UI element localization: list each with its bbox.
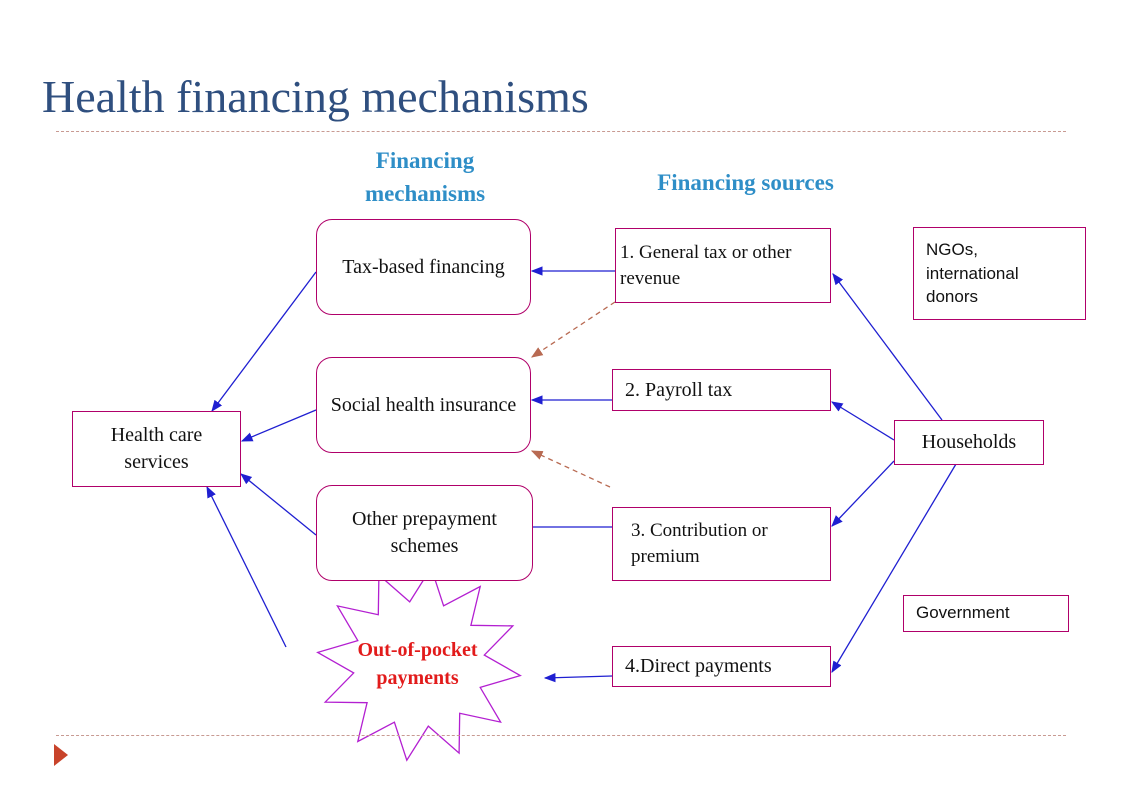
general-tax-source-box: 1. General tax or other revenue [615,228,831,303]
title-divider [56,131,1066,132]
health-care-services-box: Health care services [72,411,241,487]
arrow-direct-payments-to-oop [543,673,613,683]
ngos-donors-box: NGOs, international donors [913,227,1086,320]
government-box: Government [903,595,1069,632]
heading-financing-sources: Financing sources [657,170,834,195]
payroll-tax-source-box: 2. Payroll tax [612,369,831,411]
arrow-households-to-contribution [831,460,895,527]
arrow-households-to-direct-payments [831,463,957,674]
arrow-oop-to-services [206,485,287,648]
arrow-tax-based-to-services [211,271,317,412]
footer-divider [56,735,1066,736]
arrow-households-to-payroll-tax [831,401,895,441]
out-of-pocket-label: Out-of-pocket payments [357,639,478,689]
arrow-prepayment-to-services [240,473,317,536]
arrow-shi-to-services [240,409,317,442]
bullet-arrow-icon [54,744,68,766]
tax-based-financing-box: Tax-based financing [316,219,531,315]
dashed-arrow-contribution-to-shi [530,450,611,488]
heading-financing-mechanisms: Financing mechanisms [364,148,486,207]
direct-payments-source-box: 4.Direct payments [612,646,831,687]
page-title: Health financing mechanisms [42,71,589,122]
other-prepayment-schemes-box: Other prepayment schemes [316,485,533,581]
contribution-premium-source-box: 3. Contribution or premium [612,507,831,581]
households-box: Households [894,420,1044,465]
social-health-insurance-box: Social health insurance [316,357,531,453]
dashed-arrow-general-tax-to-shi [531,301,616,358]
